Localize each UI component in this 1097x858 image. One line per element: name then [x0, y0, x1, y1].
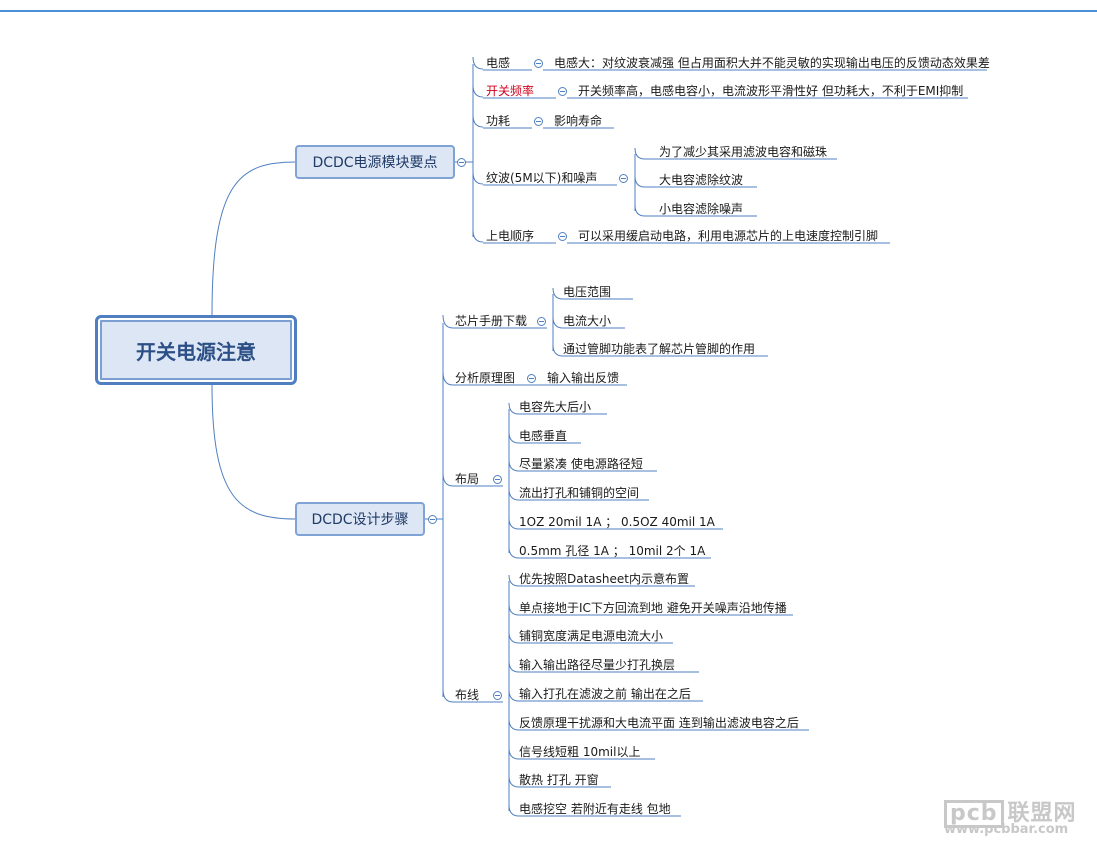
sub-connector [508, 689, 520, 702]
connector-root-branch1 [211, 161, 297, 316]
sub-connector [508, 488, 520, 501]
sub-connector [508, 631, 520, 644]
branch2-subitem[interactable]: 电感垂直 [519, 429, 568, 443]
sub-connector [508, 775, 520, 788]
sub-connector [508, 459, 520, 472]
collapse-toggle-icon[interactable] [533, 58, 543, 68]
sub-connector [552, 287, 564, 300]
collapse-toggle-icon[interactable] [456, 157, 466, 167]
branch2-item-label[interactable]: 芯片手册下载 [455, 314, 528, 328]
branch2-subitem[interactable]: 优先按照Datasheet内示意布置 [519, 572, 689, 586]
branch2-subitem[interactable]: 散热 打孔 开窗 [519, 773, 599, 787]
branch2-subitem[interactable]: 信号线短粗 10mil以上 [519, 745, 641, 759]
sub-connector [508, 402, 520, 415]
branch1-connector [472, 171, 484, 185]
collapse-toggle-icon[interactable] [557, 86, 567, 96]
branch1-connector [472, 84, 484, 98]
branch2-subitem[interactable]: 尽量紧凑 使电源路径短 [519, 457, 643, 471]
sub-connector [552, 316, 564, 329]
collapse-toggle-icon[interactable] [557, 231, 567, 241]
branch2-connector [442, 314, 454, 329]
branch2-subitem[interactable]: 铺铜宽度满足电源电流大小 [519, 629, 664, 643]
root-topic[interactable]: 开关电源注意 [95, 315, 297, 385]
sub-connector [508, 804, 520, 817]
collapse-toggle-icon[interactable] [526, 373, 536, 383]
sub-connector [634, 147, 646, 160]
branch1-connector [472, 56, 484, 70]
watermark-url: www.pcbbar.com [944, 822, 1069, 837]
branch1-subitem[interactable]: 为了减少其采用滤波电容和磁珠 [659, 145, 828, 159]
topic-dcdc-design-steps[interactable]: DCDC设计步骤 [295, 502, 425, 536]
collapse-toggle-icon[interactable] [492, 690, 502, 700]
branch2-subitem[interactable]: 电容先大后小 [519, 400, 592, 414]
branch2-subitem[interactable]: 电压范围 [563, 285, 612, 299]
branch1-item-detail[interactable]: 开关频率高，电感电容小，电流波形平滑性好 但功耗大，不利于EMI抑制 [578, 84, 964, 98]
branch2-subitem[interactable]: 单点接地于IC下方回流到地 避免开关噪声沿地传播 [519, 601, 787, 615]
sub-connector [508, 660, 520, 673]
collapse-toggle-icon[interactable] [533, 116, 543, 126]
sub-connector [508, 603, 520, 616]
topic-dcdc-module-points[interactable]: DCDC电源模块要点 [295, 145, 455, 179]
branch2-subitem[interactable]: 0.5mm 孔径 1A ； 10mil 2个 1A [519, 544, 706, 558]
branch2-subitem[interactable]: 输入打孔在滤波之前 输出在之后 [519, 687, 691, 701]
root-topic-label: 开关电源注意 [136, 339, 256, 364]
collapse-toggle-icon[interactable] [427, 514, 437, 524]
branch2-connector [442, 472, 454, 487]
branch1-item-label[interactable]: 纹波(5M以下)和噪声 [486, 171, 598, 185]
branch1-item-label[interactable]: 开关频率 [486, 84, 535, 98]
collapse-toggle-icon[interactable] [536, 316, 546, 326]
branch2-connector [442, 371, 454, 386]
top-divider [0, 10, 1097, 12]
sub-connector [634, 175, 646, 188]
sub-connector [508, 574, 520, 587]
sub-connector [508, 546, 520, 559]
branch1-item-label[interactable]: 电感 [486, 56, 511, 70]
connector-root-branch2 [211, 384, 297, 520]
branch1-item-detail[interactable]: 可以采用缓启动电路，利用电源芯片的上电速度控制引脚 [578, 229, 879, 243]
branch1-item-detail[interactable]: 影响寿命 [554, 114, 603, 128]
branch2-item-detail[interactable]: 输入输出反馈 [547, 371, 620, 385]
collapse-toggle-icon[interactable] [618, 173, 628, 183]
branch2-connector [442, 688, 454, 703]
branch1-connector [472, 114, 484, 128]
sub-connector [508, 517, 520, 530]
branch2-subitem[interactable]: 流出打孔和铺铜的空间 [519, 486, 640, 500]
sub-connector [634, 204, 646, 217]
branch2-subitem[interactable]: 电感挖空 若附近有走线 包地 [519, 802, 671, 816]
branch1-subitem[interactable]: 小电容滤除噪声 [659, 202, 744, 216]
branch2-item-label[interactable]: 布线 [455, 688, 480, 702]
collapse-toggle-icon[interactable] [492, 474, 502, 484]
branch2-subitem[interactable]: 输入输出路径尽量少打孔换层 [519, 658, 676, 672]
branch2-subitem[interactable]: 反馈原理干扰源和大电流平面 连到输出滤波电容之后 [519, 716, 799, 730]
branch2-subitem[interactable]: 1OZ 20mil 1A ； 0.5OZ 40mil 1A [519, 515, 715, 529]
branch2-subitem[interactable]: 电流大小 [563, 314, 612, 328]
sub-connector [508, 718, 520, 731]
sub-connector [508, 431, 520, 444]
branch2-item-label[interactable]: 布局 [455, 472, 480, 486]
branch1-item-label[interactable]: 上电顺序 [486, 229, 535, 243]
sub-connector [508, 747, 520, 760]
branch1-item-label[interactable]: 功耗 [486, 114, 511, 128]
branch1-item-detail[interactable]: 电感大：对纹波衰减强 但占用面积大并不能灵敏的实现输出电压的反馈动态效果差 [554, 56, 990, 70]
sub-connector [552, 344, 564, 357]
branch1-connector [472, 229, 484, 243]
branch2-item-label[interactable]: 分析原理图 [455, 371, 516, 385]
branch1-subitem[interactable]: 大电容滤除纹波 [659, 173, 744, 187]
branch2-subitem[interactable]: 通过管脚功能表了解芯片管脚的作用 [563, 342, 756, 356]
